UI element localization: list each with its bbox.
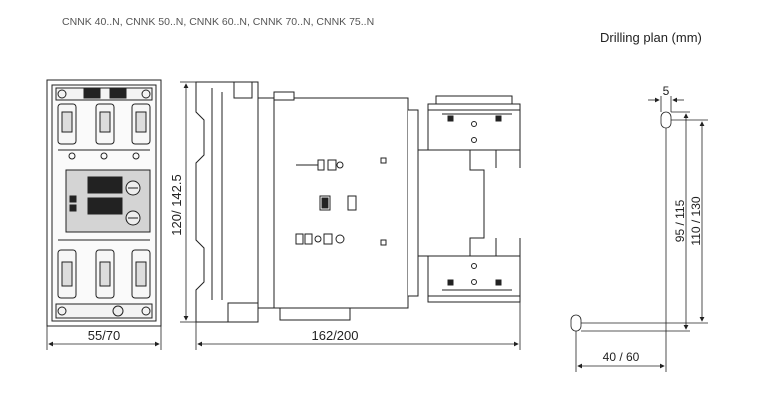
mounting-screw-icon <box>57 89 67 99</box>
side-height-dimension <box>180 81 196 323</box>
indicator-window <box>87 176 123 194</box>
models-heading: CNNK 40..N, CNNK 50..N, CNNK 60..N, CNNK… <box>62 16 375 28</box>
mounting-screw-icon <box>141 89 151 99</box>
side-depth-label: 162/200 <box>312 328 359 343</box>
din-rail-profile <box>195 81 259 323</box>
vertical-spacing-label-2: 110 / 130 <box>689 196 703 245</box>
front-width-dimension <box>46 326 162 350</box>
drilling-plan <box>570 96 708 372</box>
mounting-hole-top <box>660 111 672 129</box>
drilling-plan-title: Drilling plan (mm) <box>600 30 702 45</box>
hole-diameter-label: 5 <box>663 84 670 98</box>
mounting-screw-icon <box>141 306 151 316</box>
front-view <box>46 79 162 327</box>
top-terminals <box>57 103 151 160</box>
side-depth-dimension <box>195 302 521 350</box>
side-view <box>195 81 521 323</box>
main-housing <box>257 97 409 309</box>
vertical-spacing-label-1: 95 / 115 <box>673 199 687 242</box>
side-height-label: 120/ 142.5 <box>169 174 184 235</box>
bottom-terminals <box>57 239 151 299</box>
front-width-label: 55/70 <box>88 328 121 343</box>
horizontal-spacing-label: 40 / 60 <box>603 350 640 364</box>
auxiliary-body <box>417 149 485 257</box>
mounting-screw-icon <box>57 306 67 316</box>
mounting-hole-bottom <box>570 314 582 332</box>
indicator-window <box>87 197 123 215</box>
